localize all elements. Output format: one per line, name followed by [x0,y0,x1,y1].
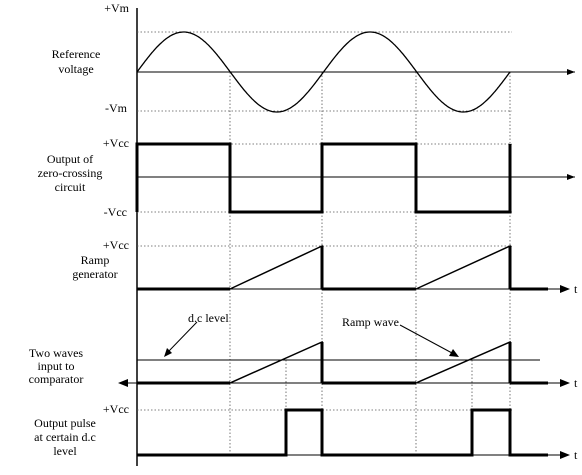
ramp-wave-pointer-head [449,349,459,357]
ramp-label-line-1: Ramp [81,253,110,267]
comparator-label-line-2: input to [37,359,74,373]
zero-crossing-pos-level: +Vcc [103,136,129,150]
dc-level-annotation: d.c level [188,311,229,325]
ramp-axis-arrow [560,285,570,293]
ramp-pos-level: +Vcc [103,238,129,252]
zero-crossing-axis-arrow [567,174,575,180]
ramp-time-label: t [574,282,578,296]
ramp-wave-annotation: Ramp wave [342,315,399,329]
output-label-line-2: at certain d.c [34,430,96,444]
guide-lines [229,72,511,455]
output-pulse-train [137,408,548,457]
ramp-segment [415,244,511,290]
zero-crossing-label-line-1: Output of [47,152,93,166]
comparator-time-label: t [574,376,578,390]
ramp-wave-pointer [399,324,453,354]
comparator-ramp [415,340,511,384]
reference-axis-arrow [567,69,575,75]
comparator-axis-arrow-right [560,379,570,387]
ramp-label-line-2: generator [72,267,117,281]
output-pos-level: +Vcc [103,402,129,416]
comparator-axis-arrow-left [118,379,128,387]
reference-sine-wave [136,31,511,113]
reference-neg-level: -Vm [105,101,128,115]
zero-crossing-neg-level: -Vcc [104,205,127,219]
zero-crossing-label-line-2: zero-crossing [38,166,103,180]
dc-level-pointer-head [164,348,172,357]
output-label-line-3: level [53,444,77,458]
output-time-label: t [574,448,578,462]
dc-level-pointer [167,321,198,353]
zero-crossing-square-wave [135,142,512,214]
comparator-label-line-1: Two waves [29,346,83,360]
output-label-line-1: Output pulse [34,416,96,430]
comparator-ramp [229,340,323,384]
comparator-label-line-3: comparator [29,372,84,386]
reference-pos-level: +Vm [104,1,129,15]
output-axis-arrow [560,451,570,459]
reference-label-line-1: Reference [52,47,101,61]
reference-label-line-2: voltage [58,62,93,76]
zero-crossing-label-line-3: circuit [55,180,86,194]
